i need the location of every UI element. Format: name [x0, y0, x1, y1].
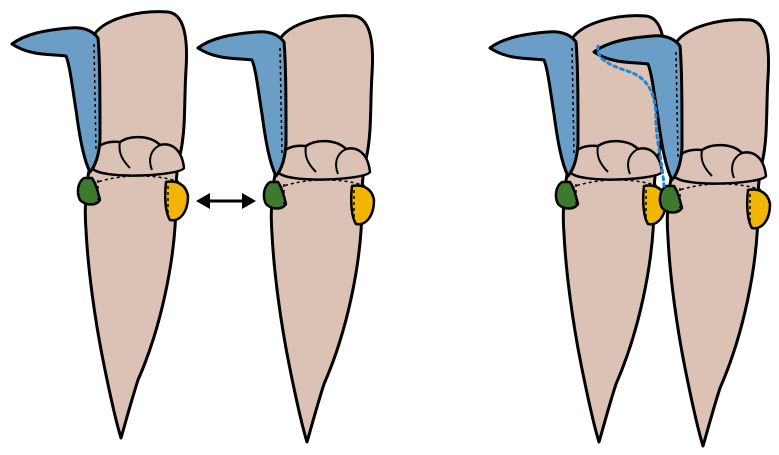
- tooth-left: [12, 12, 188, 438]
- tooth-fused-left: [490, 16, 666, 442]
- fused-teeth-panel: [490, 16, 770, 446]
- separated-teeth-panel: [12, 12, 374, 442]
- tooth-right: [198, 16, 374, 442]
- double-headed-arrow-icon: [196, 193, 256, 209]
